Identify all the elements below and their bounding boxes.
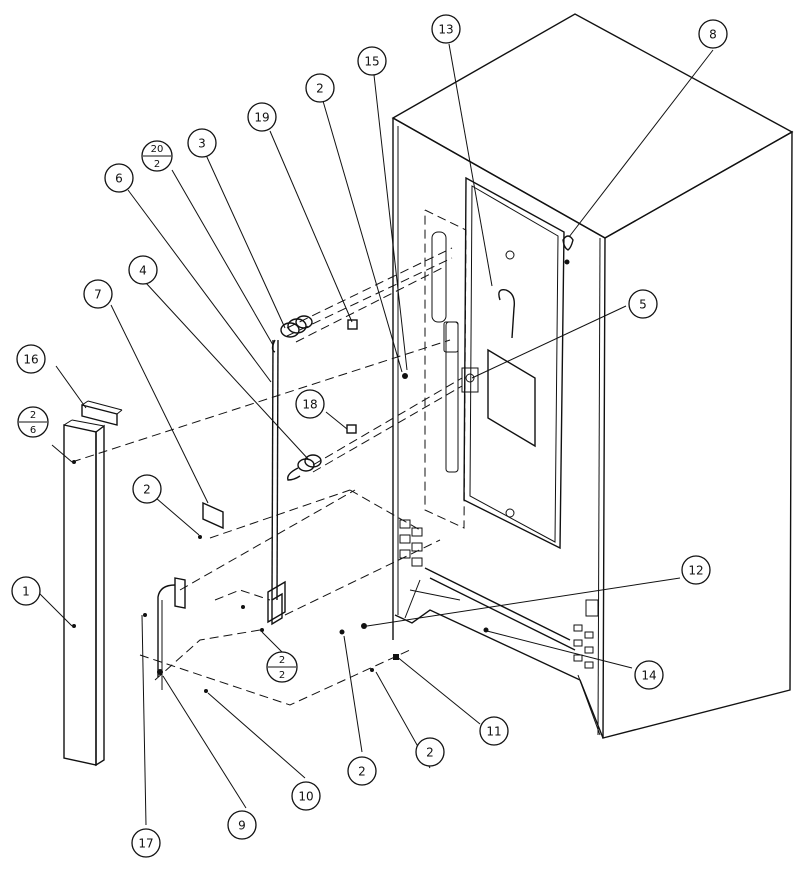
- panel-plate: [487, 348, 536, 448]
- screw-3: [339, 629, 345, 635]
- svg-text:1: 1: [22, 585, 30, 599]
- callout-19: 19: [247, 102, 277, 132]
- screw-5: [370, 668, 374, 672]
- vent-slots: [399, 519, 423, 567]
- svg-text:6: 6: [115, 172, 123, 186]
- callout-6: 6: [104, 163, 134, 193]
- switch-part-9: [143, 577, 186, 690]
- clip-part-18: [346, 424, 357, 434]
- leader-lines: [37, 43, 714, 826]
- cabinet: [391, 13, 794, 739]
- screw-1: [241, 605, 245, 609]
- svg-text:12: 12: [688, 564, 703, 578]
- back-panel: [463, 176, 565, 550]
- bracket-part-5: [461, 367, 479, 393]
- svg-text:2: 2: [30, 410, 36, 421]
- callout-7: 7: [83, 279, 113, 309]
- svg-text:2: 2: [316, 82, 324, 96]
- svg-text:5: 5: [639, 298, 647, 312]
- callout-2-over-6: 2 6: [17, 406, 49, 438]
- svg-text:17: 17: [138, 837, 153, 851]
- nut-part-11: [393, 654, 399, 660]
- callout-13: 13: [431, 14, 461, 44]
- callout-10: 10: [291, 781, 321, 811]
- callout-5: 5: [628, 289, 658, 319]
- callout-2: 2: [132, 474, 162, 504]
- callout-8: 8: [698, 19, 728, 49]
- coil-part-4: [287, 454, 322, 481]
- cabinet-side: [602, 130, 793, 739]
- svg-text:3: 3: [198, 137, 206, 151]
- svg-text:18: 18: [302, 398, 317, 412]
- svg-text:2: 2: [279, 655, 285, 666]
- callout-1: 1: [11, 576, 41, 606]
- svg-text:6: 6: [30, 425, 36, 436]
- svg-text:2: 2: [426, 746, 434, 760]
- callout-9: 9: [227, 810, 257, 840]
- callout-2-over-2: 2 2: [266, 651, 298, 683]
- knob-part: [562, 235, 574, 265]
- svg-text:8: 8: [709, 28, 717, 42]
- callout-3: 3: [187, 128, 217, 158]
- screw-part-15: [402, 373, 408, 379]
- svg-text:16: 16: [23, 353, 38, 367]
- callout-12: 12: [681, 555, 711, 585]
- callout-15: 15: [357, 46, 387, 76]
- svg-text:14: 14: [641, 669, 656, 683]
- svg-text:2: 2: [143, 483, 151, 497]
- svg-text:2: 2: [154, 159, 160, 170]
- svg-text:19: 19: [254, 111, 269, 125]
- side-panel: [63, 419, 105, 767]
- callout-11: 11: [479, 716, 509, 746]
- svg-text:9: 9: [238, 819, 246, 833]
- svg-text:13: 13: [438, 23, 453, 37]
- clip-part-19: [347, 319, 358, 330]
- tubing: [71, 247, 463, 706]
- screw-6: [204, 689, 208, 693]
- callout-16: 16: [16, 344, 46, 374]
- callout-2: 2: [305, 73, 335, 103]
- svg-text:2: 2: [358, 765, 366, 779]
- plate-part-7: [202, 501, 224, 530]
- callout-17: 17: [131, 828, 161, 858]
- callout-2: 2: [415, 737, 445, 767]
- callout-18: 18: [295, 389, 325, 419]
- svg-text:4: 4: [139, 264, 147, 278]
- block-part-16: [81, 404, 118, 426]
- drain-tray: [404, 567, 576, 651]
- screw-2: [260, 628, 264, 632]
- svg-text:2: 2: [279, 670, 285, 681]
- callout-4: 4: [128, 255, 158, 285]
- bracket-lower: [267, 580, 286, 626]
- svg-text:7: 7: [94, 288, 102, 302]
- svg-text:15: 15: [364, 55, 379, 69]
- side-vents: [573, 599, 599, 669]
- svg-text:10: 10: [298, 790, 313, 804]
- cabinet-top: [391, 13, 794, 239]
- svg-text:11: 11: [486, 725, 501, 739]
- callout-14: 14: [634, 660, 664, 690]
- screw-4: [361, 623, 367, 629]
- wire-part-13: [498, 289, 516, 339]
- coil-part-3: [271, 315, 313, 353]
- callout-2: 2: [347, 756, 377, 786]
- screw-7: [483, 627, 489, 633]
- callout-20-over-2: 20 2: [141, 140, 173, 172]
- svg-text:20: 20: [151, 144, 164, 155]
